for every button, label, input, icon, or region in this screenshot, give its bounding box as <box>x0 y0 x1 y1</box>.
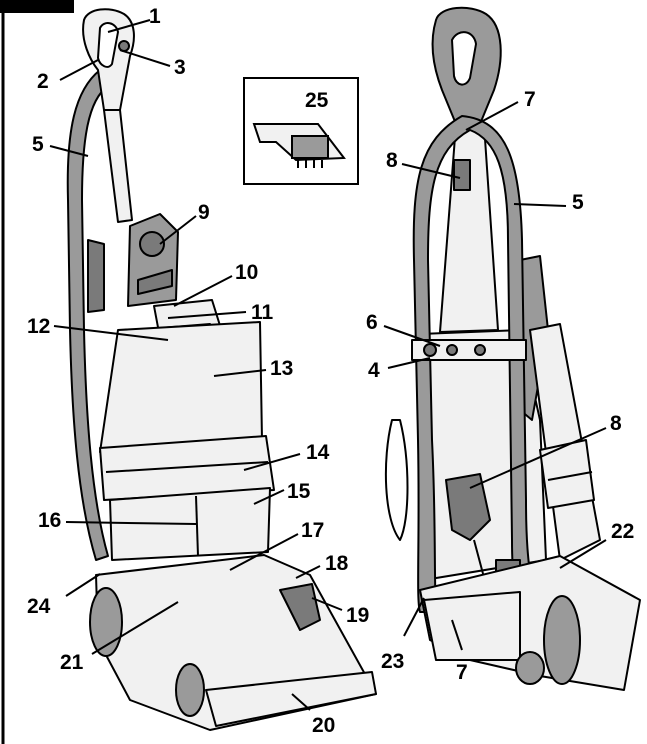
callout-7-top: 7 <box>524 88 536 111</box>
callout-22: 22 <box>611 520 635 543</box>
callout-21: 21 <box>60 651 84 674</box>
corner-tab <box>0 0 74 13</box>
callout-3: 3 <box>174 56 186 79</box>
callout-8-mid: 8 <box>610 412 622 435</box>
callout-12: 12 <box>27 315 51 338</box>
front-floor-nozzle <box>205 671 377 727</box>
inset-box-25 <box>243 77 359 185</box>
callout-9: 9 <box>198 201 210 224</box>
callout-24: 24 <box>27 595 51 618</box>
callout-5-left: 5 <box>32 133 44 156</box>
callout-19: 19 <box>346 604 370 627</box>
callout-11: 11 <box>251 301 274 324</box>
front-view-machine <box>66 8 377 731</box>
callout-23: 23 <box>381 650 405 673</box>
callout-4: 4 <box>368 359 380 382</box>
front-tool-holder <box>127 213 179 307</box>
callout-2: 2 <box>37 70 49 93</box>
callout-18: 18 <box>325 552 349 575</box>
callout-17: 17 <box>301 519 325 542</box>
front-main-body <box>99 321 263 453</box>
callout-14: 14 <box>306 441 330 464</box>
front-left-wheel <box>89 587 123 657</box>
callout-8-top: 8 <box>386 149 398 172</box>
callout-16: 16 <box>38 509 62 532</box>
callout-6: 6 <box>366 311 378 334</box>
callout-5-right: 5 <box>572 191 584 214</box>
callout-1: 1 <box>149 5 161 28</box>
callout-13: 13 <box>270 357 294 380</box>
callout-15: 15 <box>287 480 311 503</box>
front-hose <box>66 69 109 561</box>
callout-lines <box>49 19 607 711</box>
callout-25: 25 <box>305 89 329 112</box>
front-handle-shaft <box>103 109 133 223</box>
callout-20: 20 <box>312 714 336 737</box>
rear-view-machine <box>384 6 641 691</box>
callout-7-bottom: 7 <box>456 661 468 684</box>
rear-right-wheel <box>543 595 581 685</box>
callout-10: 10 <box>235 261 259 284</box>
rear-handle-shaft <box>439 123 499 333</box>
